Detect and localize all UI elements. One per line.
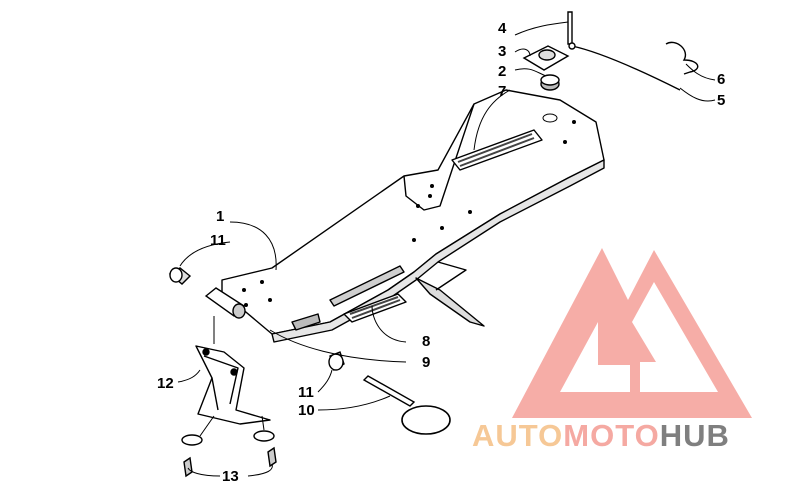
callout-7: 7	[498, 83, 506, 100]
leader-lines	[177, 21, 716, 477]
callout-5: 5	[717, 92, 725, 109]
callout-8: 8	[422, 333, 430, 350]
callout-9: 9	[422, 354, 430, 371]
callout-3: 3	[498, 43, 506, 60]
top-hardware	[522, 11, 699, 91]
washers-pins	[181, 430, 277, 478]
callout-6: 6	[717, 71, 725, 88]
hinge-rod	[328, 351, 451, 435]
callout-1: 1	[216, 208, 224, 225]
callout-2: 2	[498, 63, 506, 80]
watermark-text: AUTOMOTOHUB	[472, 418, 730, 454]
callout-11-bottom: 11	[298, 384, 314, 401]
main-panel	[221, 89, 605, 343]
panel-holes	[242, 113, 576, 307]
watermark-moto: MOTO	[563, 418, 660, 453]
watermark-hub: HUB	[659, 418, 730, 453]
watermark-logo	[512, 248, 752, 418]
bracket	[195, 345, 271, 425]
hinge-tube	[204, 287, 246, 319]
watermark-auto: AUTO	[472, 418, 564, 453]
callout-4: 4	[498, 20, 507, 37]
callout-labels: 1 2 3 4 5 6 7 8 9 10 11 11 12 13	[157, 20, 725, 485]
callout-12: 12	[157, 375, 174, 392]
callout-11-top: 11	[210, 232, 226, 249]
callout-10: 10	[298, 402, 315, 419]
callout-13: 13	[222, 468, 239, 485]
bushing-top	[168, 267, 192, 285]
